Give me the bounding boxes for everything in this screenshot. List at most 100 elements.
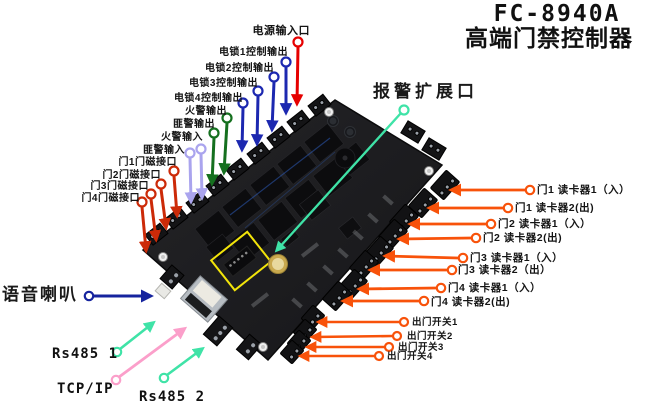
arrow-lock4 — [235, 106, 249, 153]
dot-exit-switch1 — [398, 316, 410, 328]
dot-door1-reader2 — [502, 202, 514, 214]
door3-reader1-label: 门3 读卡器1（入） — [470, 252, 564, 264]
buzzer-hole — [342, 155, 348, 161]
dot-alarm-expansion — [398, 104, 410, 116]
dot-fire-output — [221, 112, 233, 124]
backup-battery-top — [272, 258, 284, 270]
dot-door3-reader1 — [457, 252, 469, 264]
arrow-fire-input — [195, 152, 209, 201]
door1-sensor-label: 门1门磁接口 — [118, 157, 177, 168]
controller-board — [141, 93, 460, 364]
arrow-robbery-input — [184, 156, 198, 205]
door1-reader2-label: 门1 读卡器2(出) — [515, 202, 595, 214]
door4-reader2-label: 门4 读卡器2(出) — [431, 296, 511, 308]
door3-reader2-label: 门3 读卡器2（出） — [458, 264, 552, 276]
tcp-ip-label: TCP/IP — [57, 381, 114, 397]
fire-alarm-input-label: 火警输入 — [161, 132, 203, 143]
door3-sensor-label: 门3门磁接口 — [90, 181, 149, 192]
dot-lock2 — [268, 71, 280, 83]
voice-speaker-label: 语音喇叭 — [2, 285, 78, 305]
dot-power-input — [292, 36, 304, 48]
arrow-lock3 — [250, 94, 264, 147]
product-name-title: 高端门禁控制器 — [465, 25, 633, 52]
relay — [205, 233, 235, 262]
door2-reader2-label: 门2 读卡器2(出) — [483, 232, 563, 244]
lock3-output-label: 电锁3控制输出 — [188, 78, 258, 89]
capacitor-top — [329, 117, 337, 125]
rs485-2-label: Rs485 2 — [139, 389, 206, 405]
alarm-expansion-header — [222, 245, 258, 278]
alarm-expansion-highlight — [209, 230, 273, 292]
arrow-power-input — [290, 45, 304, 107]
arrow-door2-sensor — [158, 187, 172, 231]
relay — [257, 200, 299, 241]
lock4-output-label: 电锁4控制输出 — [173, 93, 243, 104]
silkscreen-marks — [250, 194, 394, 309]
door1-reader1-label: 门1 读卡器1（入） — [537, 184, 631, 196]
exit-switch4-label: 出门开关4 — [387, 351, 433, 362]
speaker-connector — [154, 282, 172, 300]
dot-door2-sensor — [155, 178, 167, 190]
robbery-alarm-output-label: 匪警输出 — [173, 119, 215, 130]
top-right-terminal-blocks — [400, 120, 447, 161]
relay — [194, 209, 236, 250]
arrow-door4-reader1 — [356, 282, 438, 296]
product-model-title: FC-8940A — [493, 1, 621, 27]
lock1-output-label: 电锁1控制输出 — [218, 47, 288, 58]
dot-rs485-1 — [111, 346, 123, 358]
arrow-door3-reader1 — [382, 249, 460, 263]
dot-robbery-output — [208, 127, 220, 139]
dot-lock4 — [237, 97, 249, 109]
dot-door4-reader2 — [418, 295, 430, 307]
pcb-trace — [229, 137, 331, 216]
exit-switch2-label: 出门开关2 — [407, 331, 453, 342]
arrow-rs485-1 — [118, 320, 156, 351]
dot-exit-switch2 — [391, 330, 403, 342]
capacitor-top — [346, 128, 354, 136]
dot-door1-sensor — [168, 165, 180, 177]
arrow-rs485-2 — [165, 346, 205, 377]
exit-switch1-label: 出门开关1 — [412, 317, 458, 328]
dot-tcpip — [110, 374, 122, 386]
dot-door1-reader1 — [524, 184, 536, 196]
arrow-door4-sensor — [138, 205, 152, 254]
arrow-fire-output — [218, 121, 231, 176]
dot-door3-reader2 — [446, 264, 458, 276]
mounting-holes — [158, 107, 434, 352]
dot-door3-sensor — [145, 188, 157, 200]
door2-sensor-label: 门2门磁接口 — [102, 170, 161, 181]
arrow-robbery-output — [206, 136, 219, 187]
dot-lock3 — [252, 85, 264, 97]
ethernet-port — [179, 275, 229, 323]
rs485-1-label: Rs485 1 — [52, 346, 119, 362]
pcb-trace — [244, 151, 336, 229]
arrow-door2-reader2 — [396, 232, 473, 246]
fire-alarm-output-label: 火警输出 — [185, 106, 227, 117]
arrow-lock2 — [266, 80, 279, 133]
dot-door2-reader2 — [470, 232, 482, 244]
dot-speaker — [83, 290, 95, 302]
arrow-door3-sensor — [148, 197, 162, 243]
dot-rs485-2 — [158, 372, 170, 384]
arrow-exit-switch2 — [309, 330, 394, 343]
dot-door4-reader1 — [435, 282, 447, 294]
dot-exit-switch3 — [383, 341, 395, 353]
door4-sensor-label: 门4门磁接口 — [81, 193, 140, 204]
arrow-door1-sensor — [170, 174, 183, 219]
dot-door4-sensor — [136, 196, 148, 208]
lock2-output-label: 电锁2控制输出 — [204, 63, 274, 74]
bottom-edge-connectors — [154, 264, 263, 361]
relay — [276, 144, 318, 185]
alarm-expansion-label: 报警扩展口 — [373, 82, 478, 102]
power-input-label: 电源输入口 — [252, 25, 310, 37]
dot-door2-reader1 — [485, 218, 497, 230]
arrow-tcpip — [117, 326, 188, 379]
dot-fire-input — [195, 143, 207, 155]
door4-reader1-label: 门4 读卡器1（入） — [448, 282, 542, 294]
door2-reader1-label: 门2 读卡器1（入） — [498, 218, 592, 230]
dot-robbery-input — [184, 147, 196, 159]
arrow-alarm-expansion — [274, 111, 403, 253]
dot-exit-switch4 — [373, 350, 385, 362]
